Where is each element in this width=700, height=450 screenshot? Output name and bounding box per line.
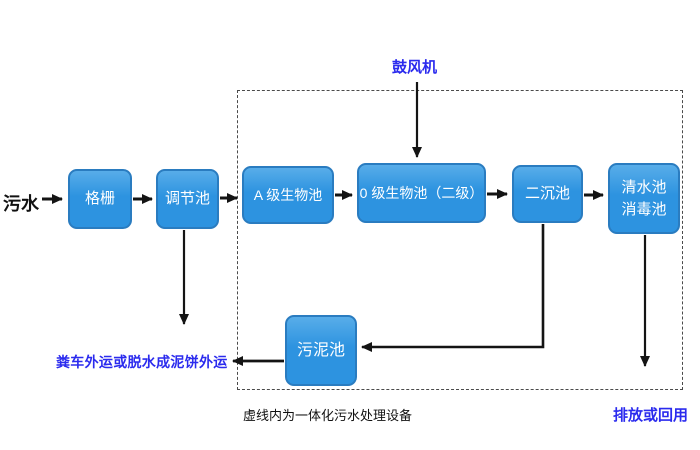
node-sludge-tank-label: 污泥池 <box>296 341 345 359</box>
node-grille: 格栅 <box>68 169 132 229</box>
influent-label: 污水 <box>3 194 39 214</box>
node-disinfection-label: 消毒池 <box>621 200 667 218</box>
node-o-bio-tank: 0 级生物池（二级） <box>357 163 486 223</box>
boundary-note-label: 虚线内为一体化污水处理设备 <box>243 408 413 423</box>
node-secondary-sedimentation-label: 二沉池 <box>524 185 570 203</box>
node-a-bio-tank: A 级生物池 <box>242 166 334 224</box>
node-regulating-tank: 调节池 <box>156 169 219 229</box>
node-secondary-sedimentation-tank: 二沉池 <box>512 165 583 223</box>
node-clearwater-disinfection-tank: 清水池 消毒池 <box>608 163 680 234</box>
integrated-equipment-boundary <box>237 90 683 390</box>
node-o-bio-tank-label: 0 级生物池（二级） <box>359 184 484 201</box>
node-sludge-tank: 污泥池 <box>285 315 357 386</box>
node-regulating-tank-label: 调节池 <box>164 190 210 208</box>
node-clearwater-label: 清水池 <box>621 178 667 196</box>
node-grille-label: 格栅 <box>84 190 115 208</box>
blower-label: 鼓风机 <box>392 59 438 76</box>
sludge-outlet-label: 粪车外运或脱水成泥饼外运 <box>56 354 228 370</box>
node-a-bio-tank-label: A 级生物池 <box>253 186 323 203</box>
discharge-label: 排放或回用 <box>613 407 689 424</box>
